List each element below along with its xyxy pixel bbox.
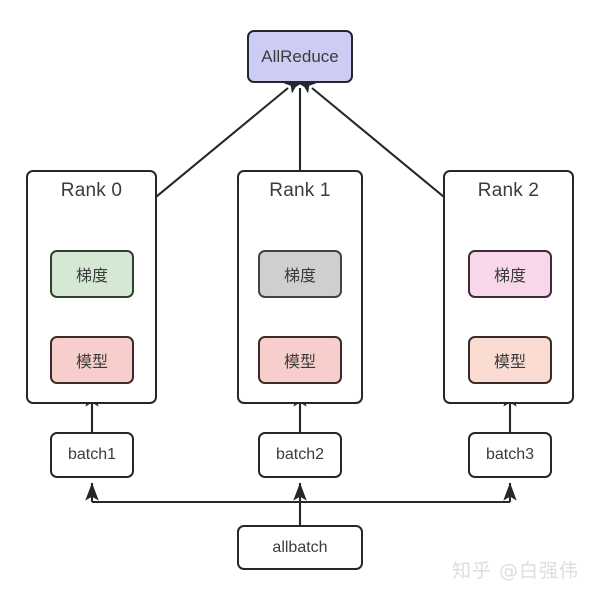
allreduce-node[interactable]: AllReduce (247, 30, 353, 83)
model-node-rank1[interactable]: 模型 (258, 336, 342, 384)
batch-node-2[interactable]: batch2 (258, 432, 342, 478)
batch-node-1[interactable]: batch1 (50, 432, 134, 478)
rank-group-2-title: Rank 2 (477, 180, 540, 201)
gradient-node-rank0[interactable]: 梯度 (50, 250, 134, 298)
watermark: 知乎 @白强伟 (452, 560, 580, 582)
rank-group-0-title: Rank 0 (60, 180, 123, 201)
gradient-node-rank1[interactable]: 梯度 (258, 250, 342, 298)
batch-node-3[interactable]: batch3 (468, 432, 552, 478)
allbatch-node[interactable]: allbatch (237, 525, 363, 570)
gradient-node-rank2[interactable]: 梯度 (468, 250, 552, 298)
rank-group-1-title: Rank 1 (269, 180, 331, 201)
model-node-rank2[interactable]: 模型 (468, 336, 552, 384)
model-node-rank0[interactable]: 模型 (50, 336, 134, 384)
